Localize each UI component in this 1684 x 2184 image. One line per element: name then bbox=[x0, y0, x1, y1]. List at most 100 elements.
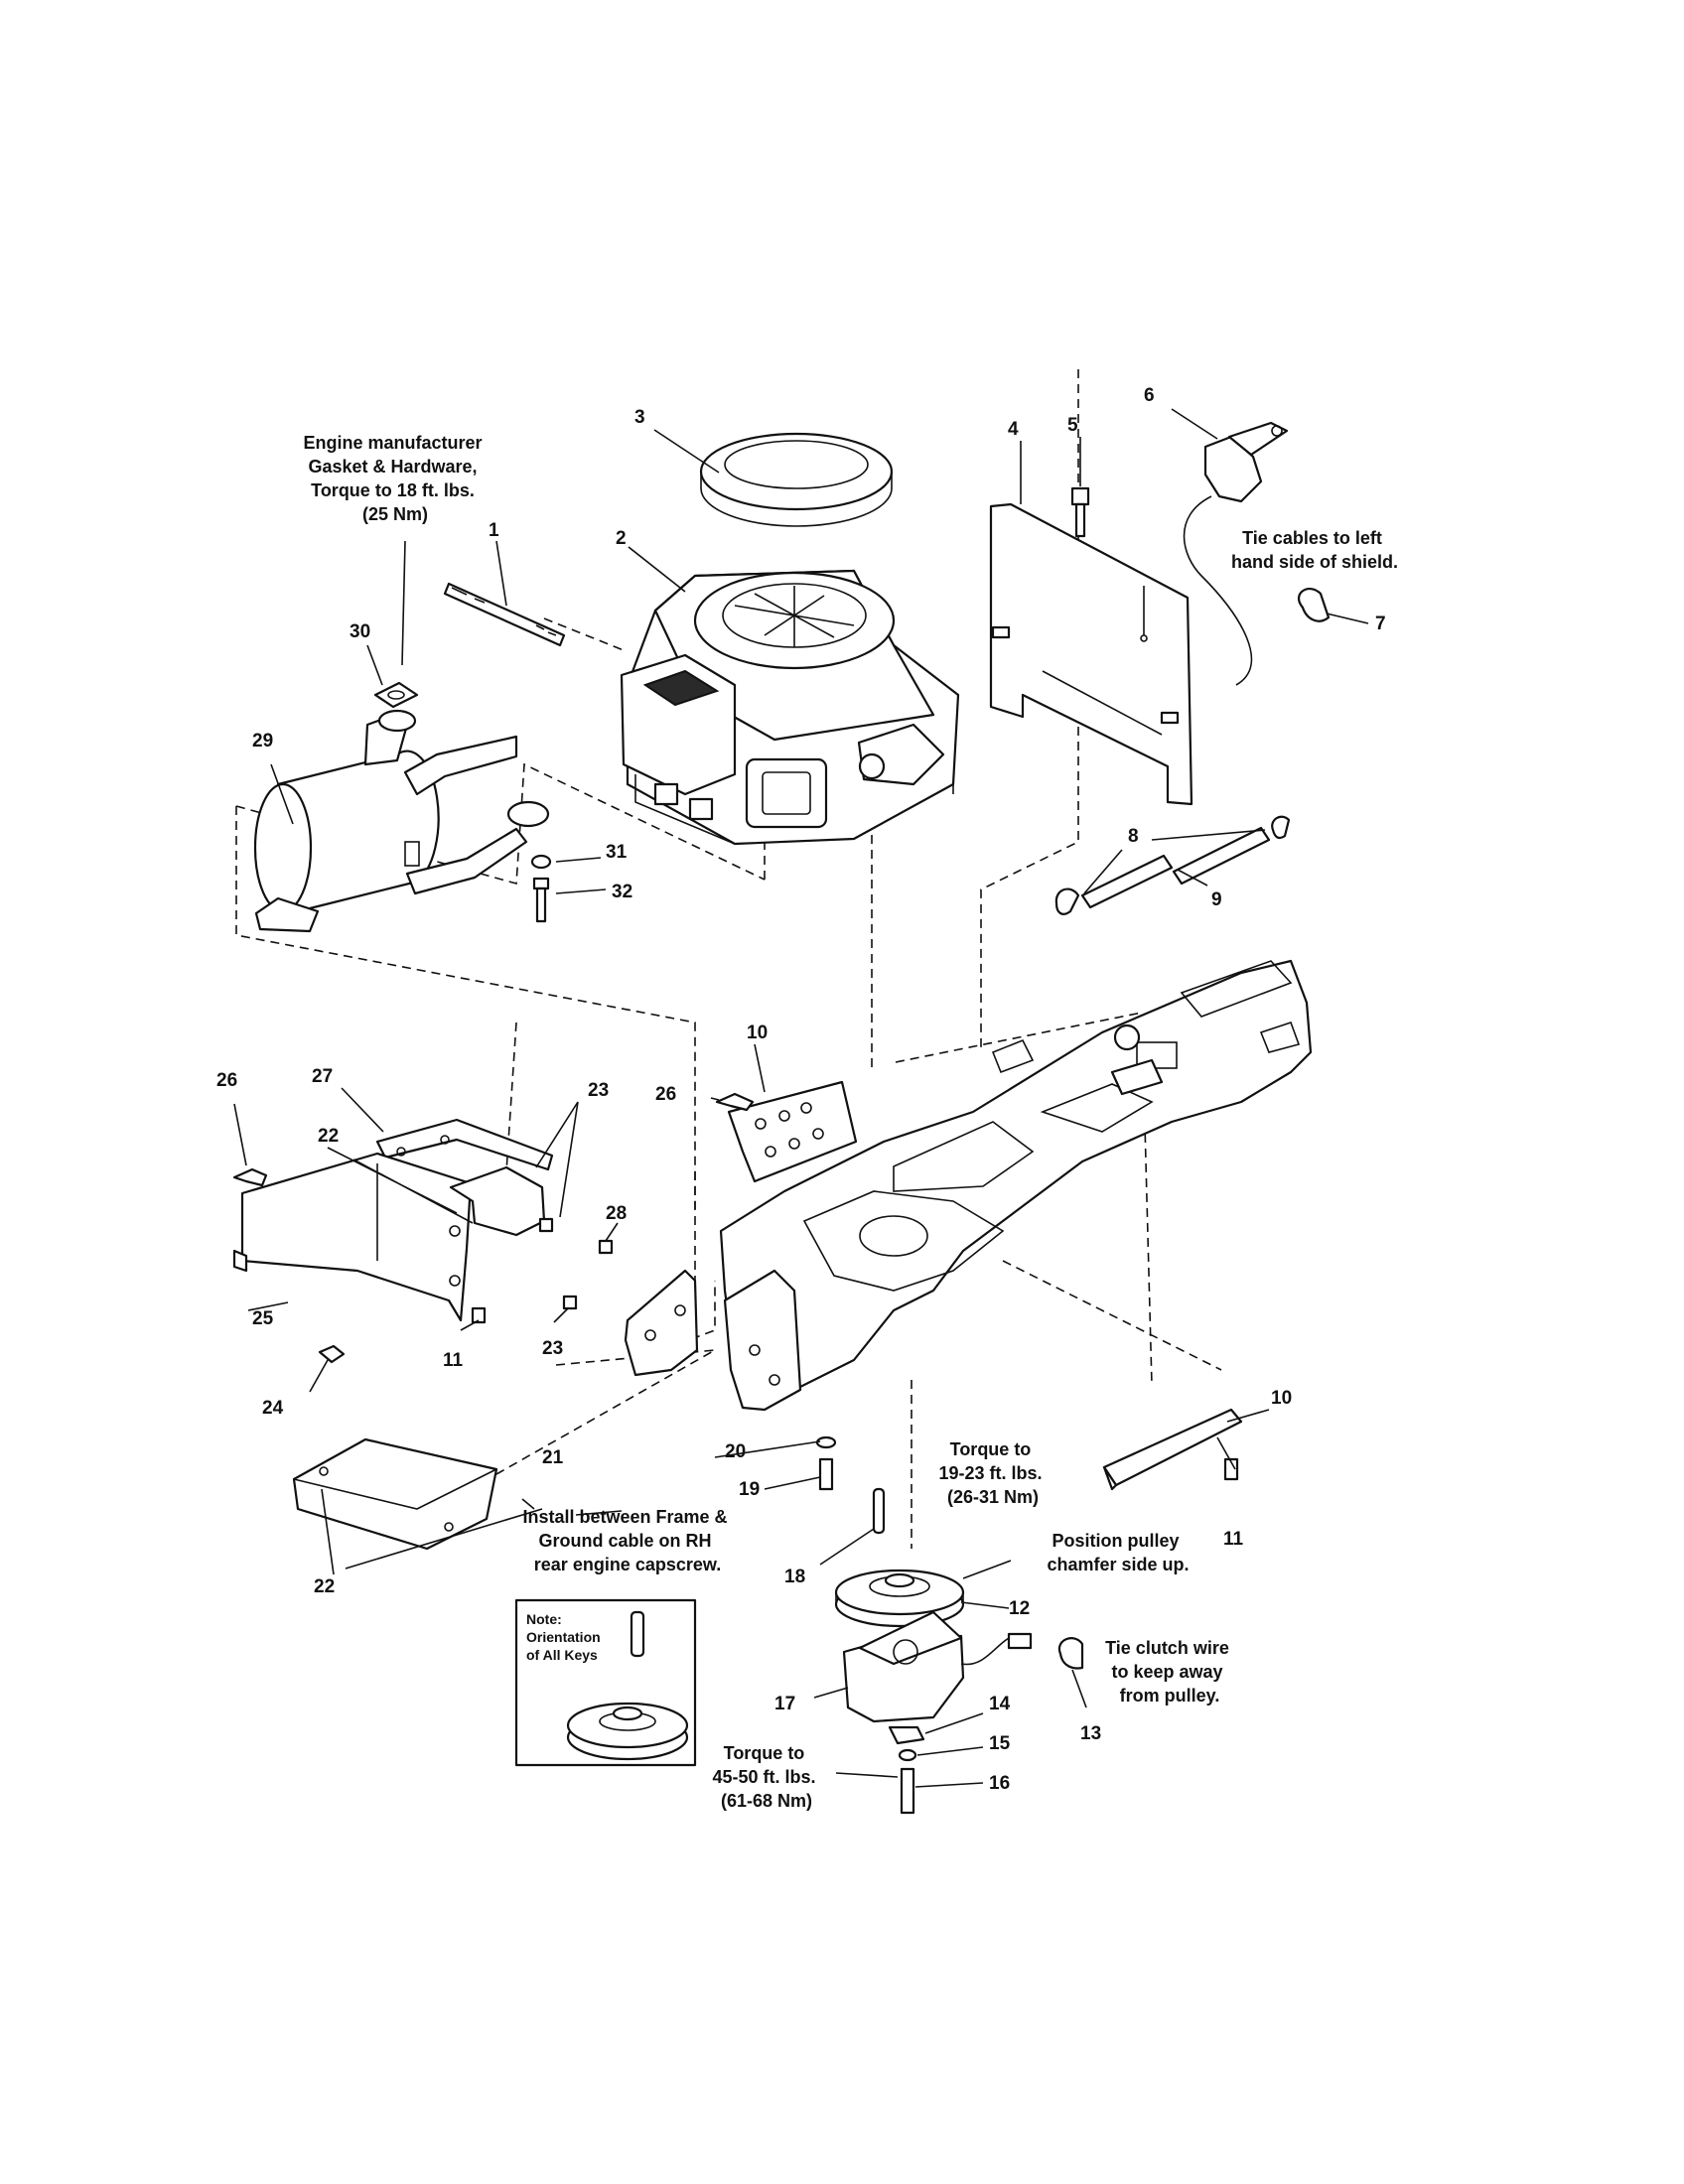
note-torque-19-23: Torque to 19-23 ft. lbs. (26-31 Nm) bbox=[938, 1439, 1047, 1507]
notes: Engine manufacturer Gasket & Hardware, T… bbox=[303, 433, 1398, 1811]
note-line: Ground cable on RH bbox=[538, 1531, 711, 1551]
note-tie-cables: Tie cables to left hand side of shield. bbox=[1231, 528, 1398, 572]
note-line: to keep away bbox=[1111, 1662, 1222, 1682]
air-filter-ring bbox=[699, 432, 894, 527]
note-line: (26-31 Nm) bbox=[947, 1487, 1039, 1507]
callout-23-lower: 23 bbox=[542, 1338, 563, 1359]
callout-18: 18 bbox=[784, 1567, 805, 1587]
note-frame-ground: Install between Frame & Ground cable on … bbox=[522, 1507, 732, 1574]
main-frame bbox=[719, 959, 1313, 1392]
callout-16: 16 bbox=[989, 1773, 1010, 1794]
callout-5: 5 bbox=[1067, 415, 1078, 436]
callout-12: 12 bbox=[1009, 1598, 1030, 1619]
note-line: chamfer side up. bbox=[1047, 1555, 1189, 1574]
callout-10-upper: 10 bbox=[747, 1023, 768, 1043]
callout-20: 20 bbox=[725, 1441, 746, 1462]
side-bracket bbox=[449, 1165, 546, 1237]
callout-4: 4 bbox=[1008, 419, 1019, 440]
callout-3: 3 bbox=[634, 407, 645, 428]
washer-and-bolt bbox=[530, 854, 552, 923]
callout-8: 8 bbox=[1128, 826, 1139, 847]
callout-13: 13 bbox=[1080, 1723, 1101, 1744]
frame-hardware bbox=[538, 1217, 614, 1310]
callout-22-lower: 22 bbox=[314, 1576, 335, 1597]
engine bbox=[620, 569, 960, 846]
callout-1: 1 bbox=[489, 520, 499, 541]
pto-bracket-right bbox=[1102, 1408, 1243, 1491]
gasket bbox=[373, 681, 419, 709]
note-line: Install between Frame & bbox=[522, 1507, 727, 1527]
callout-9: 9 bbox=[1211, 889, 1222, 910]
note-line: hand side of shield. bbox=[1231, 552, 1398, 572]
nut-clip bbox=[318, 1344, 346, 1364]
note-line: Gasket & Hardware, bbox=[308, 457, 477, 477]
callout-19: 19 bbox=[739, 1479, 760, 1500]
callout-31: 31 bbox=[606, 842, 628, 863]
callout-11-right: 11 bbox=[1223, 1529, 1244, 1550]
callout-10-right: 10 bbox=[1271, 1388, 1292, 1409]
key-orientation-inset bbox=[514, 1598, 697, 1767]
clutch-wire-tie bbox=[1057, 1637, 1084, 1670]
stud bbox=[443, 582, 566, 647]
note-line: rear engine capscrew. bbox=[534, 1555, 721, 1574]
callout-28: 28 bbox=[606, 1203, 627, 1224]
clip-left bbox=[232, 1167, 268, 1187]
muffler bbox=[253, 709, 550, 933]
callout-30: 30 bbox=[350, 621, 370, 642]
callout-26-upper: 26 bbox=[655, 1084, 676, 1105]
shield-bolt bbox=[1070, 486, 1090, 538]
bottom-plate bbox=[292, 1437, 498, 1551]
note-line: Tie cables to left bbox=[1242, 528, 1382, 548]
note-line: Torque to bbox=[950, 1439, 1032, 1459]
callout-22-upper: 22 bbox=[318, 1126, 339, 1147]
note-line: Note: bbox=[526, 1611, 562, 1627]
callout-25: 25 bbox=[252, 1308, 274, 1329]
hoses-and-clamps bbox=[1054, 815, 1291, 915]
callout-15: 15 bbox=[989, 1733, 1011, 1754]
callout-numbers: 1 2 3 4 5 6 7 8 9 10 10 11 11 12 13 14 1… bbox=[216, 385, 1386, 1794]
capscrew-19-20 bbox=[815, 1435, 837, 1491]
note-line: (61-68 Nm) bbox=[721, 1791, 812, 1811]
callout-7: 7 bbox=[1375, 614, 1386, 634]
note-line: 19-23 ft. lbs. bbox=[938, 1463, 1042, 1483]
pto-bracket-upper bbox=[727, 1080, 858, 1183]
callout-2: 2 bbox=[616, 528, 627, 549]
callout-6: 6 bbox=[1144, 385, 1155, 406]
note-line: Engine manufacturer bbox=[303, 433, 482, 453]
note-pulley-position: Position pulley chamfer side up. bbox=[1047, 1531, 1189, 1574]
note-line: 45-50 ft. lbs. bbox=[712, 1767, 815, 1787]
note-engine-gasket: Engine manufacturer Gasket & Hardware, T… bbox=[303, 433, 487, 524]
callout-32: 32 bbox=[612, 882, 632, 902]
electric-clutch bbox=[842, 1610, 1033, 1723]
cable-tie bbox=[1297, 588, 1331, 622]
callout-24: 24 bbox=[262, 1398, 284, 1419]
rear-frame-bracket bbox=[624, 1269, 802, 1412]
note-clutch-wire: Tie clutch wire to keep away from pulley… bbox=[1105, 1638, 1234, 1706]
note-line: Torque to bbox=[724, 1743, 805, 1763]
callout-26-left: 26 bbox=[216, 1070, 237, 1091]
note-line: Torque to 18 ft. lbs. bbox=[311, 480, 475, 500]
note-torque-45-50: Torque to 45-50 ft. lbs. (61-68 Nm) bbox=[712, 1743, 820, 1811]
pulley bbox=[834, 1569, 965, 1628]
callout-11-left: 11 bbox=[443, 1350, 464, 1371]
callout-17: 17 bbox=[774, 1694, 795, 1714]
note-line: Position pulley bbox=[1052, 1531, 1179, 1551]
note-line: Orientation bbox=[526, 1629, 601, 1645]
lower-cover bbox=[232, 1152, 473, 1322]
callout-23-upper: 23 bbox=[588, 1080, 609, 1101]
heat-shield bbox=[989, 502, 1193, 806]
note-inset: Note: Orientation of All Keys bbox=[526, 1611, 605, 1663]
callout-27: 27 bbox=[312, 1066, 333, 1087]
clutch-hardware bbox=[888, 1725, 925, 1815]
key bbox=[872, 1487, 886, 1535]
switch bbox=[1183, 421, 1289, 686]
callout-14: 14 bbox=[989, 1694, 1011, 1714]
note-line: of All Keys bbox=[526, 1647, 598, 1663]
leader-lines bbox=[233, 408, 1369, 1788]
bolts-11 bbox=[471, 1306, 1239, 1481]
clip-upper bbox=[715, 1092, 755, 1112]
note-line: Tie clutch wire bbox=[1105, 1638, 1229, 1658]
note-line: (25 Nm) bbox=[362, 504, 428, 524]
callout-29: 29 bbox=[252, 731, 273, 751]
